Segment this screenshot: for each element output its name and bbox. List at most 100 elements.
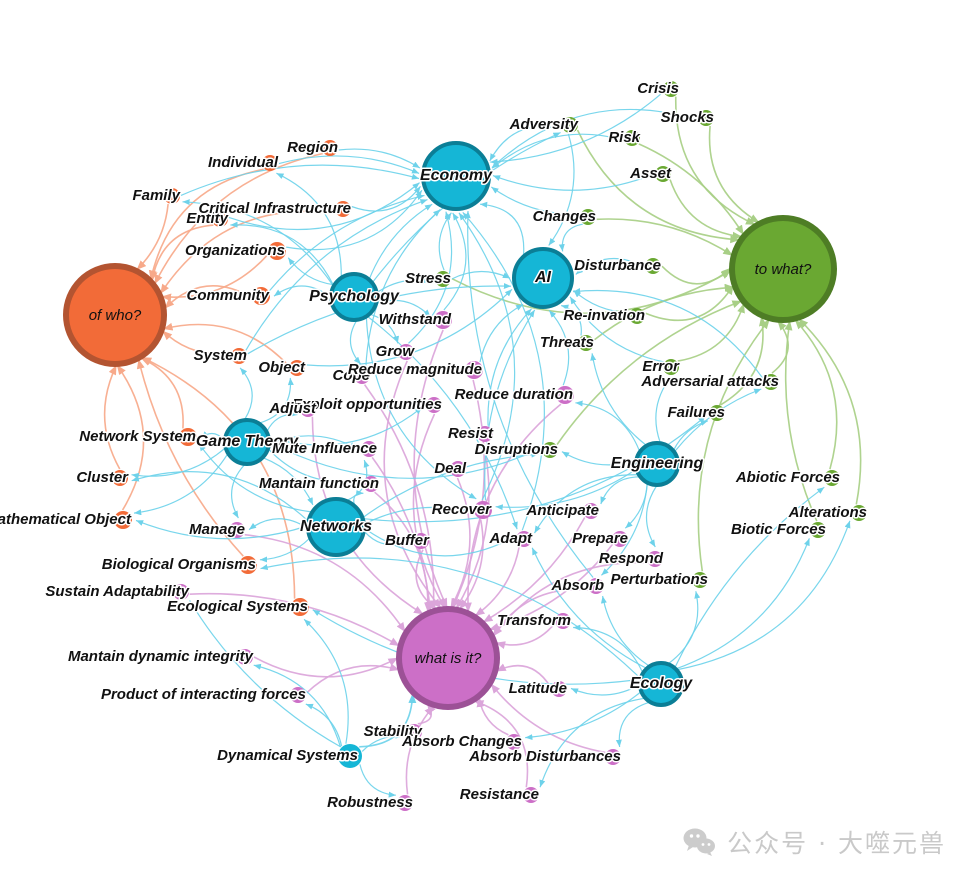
node-circle[interactable]	[397, 795, 413, 811]
node-circle[interactable]	[421, 141, 491, 211]
node-circle[interactable]	[300, 401, 316, 417]
node-circle[interactable]	[223, 418, 271, 466]
node-circle[interactable]	[434, 311, 452, 329]
graph-node-ecological_systems[interactable]	[291, 598, 309, 616]
node-circle[interactable]	[612, 531, 628, 547]
graph-node-critical_infrastructure[interactable]	[335, 201, 351, 217]
node-circle[interactable]	[69, 269, 161, 361]
graph-node-buffer[interactable]	[413, 533, 429, 549]
node-circle[interactable]	[239, 556, 257, 574]
graph-node-reduce_duration[interactable]	[556, 386, 574, 404]
node-circle[interactable]	[655, 166, 671, 182]
graph-node-entity[interactable]	[212, 211, 228, 227]
node-circle[interactable]	[542, 442, 558, 458]
graph-node-resistance[interactable]	[523, 787, 539, 803]
node-circle[interactable]	[406, 724, 422, 740]
graph-node-biotic_forces[interactable]	[810, 522, 826, 538]
graph-node-adversity[interactable]	[562, 117, 578, 133]
node-circle[interactable]	[329, 272, 379, 322]
graph-node-stability[interactable]	[406, 724, 422, 740]
graph-node-perturbations[interactable]	[692, 572, 708, 588]
graph-node-community[interactable]	[252, 287, 270, 305]
node-circle[interactable]	[398, 344, 414, 360]
graph-node-absorb_disturbances[interactable]	[605, 749, 621, 765]
node-circle[interactable]	[698, 110, 714, 126]
node-circle[interactable]	[435, 271, 451, 287]
graph-node-robustness[interactable]	[397, 795, 413, 811]
node-circle[interactable]	[634, 441, 680, 487]
node-circle[interactable]	[268, 242, 286, 260]
graph-node-network_system[interactable]	[179, 428, 197, 446]
graph-node-re_invation[interactable]	[629, 308, 645, 324]
graph-node-to_what[interactable]	[729, 215, 837, 323]
graph-node-grow[interactable]	[398, 344, 414, 360]
node-circle[interactable]	[112, 470, 128, 486]
node-circle[interactable]	[361, 441, 377, 457]
graph-node-organizations[interactable]	[268, 242, 286, 260]
node-circle[interactable]	[229, 522, 245, 538]
graph-node-sustain_adaptability[interactable]	[173, 584, 189, 600]
node-circle[interactable]	[179, 428, 197, 446]
node-circle[interactable]	[556, 386, 574, 404]
graph-node-mantain_function[interactable]	[363, 476, 379, 492]
graph-node-cluster[interactable]	[112, 470, 128, 486]
graph-node-networks[interactable]	[306, 497, 366, 557]
node-circle[interactable]	[516, 531, 532, 547]
node-circle[interactable]	[824, 470, 840, 486]
node-circle[interactable]	[212, 211, 228, 227]
graph-node-withstand[interactable]	[434, 311, 452, 329]
node-circle[interactable]	[735, 221, 831, 317]
node-circle[interactable]	[551, 681, 567, 697]
graph-node-recover[interactable]	[474, 501, 492, 519]
node-circle[interactable]	[629, 308, 645, 324]
graph-node-shocks[interactable]	[698, 110, 714, 126]
graph-node-family[interactable]	[164, 188, 180, 204]
node-circle[interactable]	[523, 787, 539, 803]
graph-node-error[interactable]	[663, 359, 679, 375]
graph-node-adjust[interactable]	[300, 401, 316, 417]
graph-node-adversarial_attacks[interactable]	[763, 374, 779, 390]
node-circle[interactable]	[354, 368, 370, 384]
node-circle[interactable]	[465, 361, 483, 379]
graph-node-biological_organisms[interactable]	[239, 556, 257, 574]
graph-node-what_is_it[interactable]	[396, 606, 500, 710]
graph-node-risk[interactable]	[624, 130, 640, 146]
graph-node-alterations[interactable]	[851, 505, 867, 521]
graph-node-absorb[interactable]	[588, 578, 604, 594]
node-circle[interactable]	[647, 551, 663, 567]
graph-node-threats[interactable]	[578, 335, 594, 351]
node-circle[interactable]	[231, 348, 247, 364]
graph-node-product_of_interacting_forces[interactable]	[290, 687, 306, 703]
node-circle[interactable]	[663, 81, 679, 97]
node-circle[interactable]	[173, 584, 189, 600]
graph-node-deal[interactable]	[450, 461, 466, 477]
node-circle[interactable]	[322, 140, 338, 156]
node-circle[interactable]	[645, 258, 661, 274]
node-circle[interactable]	[306, 497, 366, 557]
node-circle[interactable]	[402, 612, 494, 704]
node-circle[interactable]	[237, 649, 253, 665]
node-circle[interactable]	[164, 188, 180, 204]
graph-node-game_theory[interactable]	[223, 418, 271, 466]
node-circle[interactable]	[290, 687, 306, 703]
node-circle[interactable]	[506, 734, 522, 750]
graph-node-failures[interactable]	[709, 405, 725, 421]
graph-node-mathematical_object[interactable]	[114, 511, 132, 529]
graph-node-latitude[interactable]	[551, 681, 567, 697]
graph-node-engineering[interactable]	[634, 441, 680, 487]
graph-node-adapt[interactable]	[516, 531, 532, 547]
node-circle[interactable]	[335, 201, 351, 217]
node-circle[interactable]	[810, 522, 826, 538]
graph-node-psychology[interactable]	[329, 272, 379, 322]
node-circle[interactable]	[580, 209, 596, 225]
node-circle[interactable]	[709, 405, 725, 421]
graph-node-of_who[interactable]	[63, 263, 167, 367]
graph-node-transform[interactable]	[555, 613, 571, 629]
node-circle[interactable]	[512, 247, 574, 309]
graph-node-disruptions[interactable]	[542, 442, 558, 458]
graph-node-dynamical_systems[interactable]	[338, 744, 362, 768]
node-circle[interactable]	[450, 461, 466, 477]
node-circle[interactable]	[555, 613, 571, 629]
node-circle[interactable]	[477, 426, 493, 442]
node-circle[interactable]	[624, 130, 640, 146]
